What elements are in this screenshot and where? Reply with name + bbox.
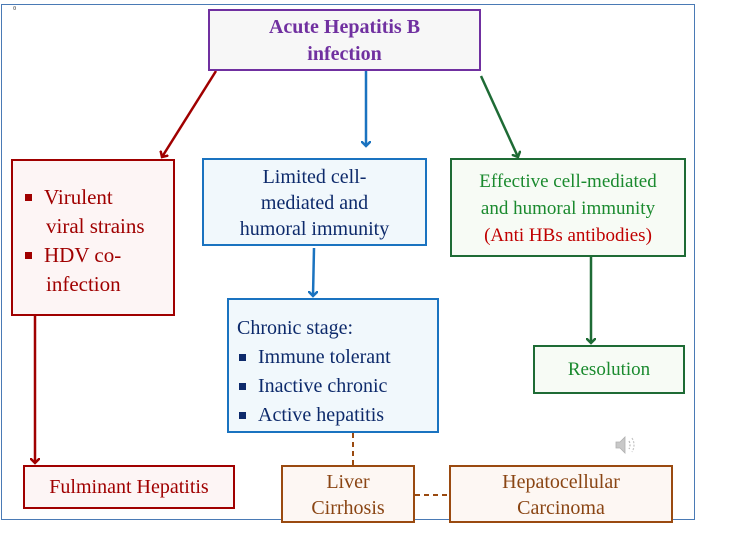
chronic-stage-box: Chronic stage: Immune tolerant Inactive … (227, 298, 439, 433)
chronic-heading: Chronic stage: (237, 317, 354, 339)
effective-immunity-box: Effective cell-mediated and humoral immu… (450, 158, 686, 257)
virulent-item: Virulent (23, 183, 173, 212)
cirrhosis-line-2: Cirrhosis (311, 497, 385, 519)
bullet-square-icon (239, 354, 246, 361)
hepatocellular-carcinoma-box: Hepatocellular Carcinoma (449, 465, 673, 523)
bullet-square-icon (239, 383, 246, 390)
virulent-item-line-1: HDV co- (44, 243, 122, 267)
virulent-item-line-2: infection (46, 272, 121, 296)
limited-immunity-box: Limited cell- mediated and humoral immun… (202, 158, 427, 246)
chronic-item-label: Active hepatitis (258, 404, 385, 426)
bullet-square-icon (25, 194, 32, 201)
chronic-item: Inactive chronic (237, 372, 437, 401)
liver-cirrhosis-box: Liver Cirrhosis (281, 465, 415, 523)
effective-line-2: and humoral immunity (480, 198, 656, 219)
effective-line-1: Effective cell-mediated (479, 171, 657, 192)
bullet-square-icon (25, 252, 32, 259)
chronic-item: Active hepatitis (237, 401, 437, 430)
virulent-item-line-1: Virulent (44, 185, 113, 209)
speaker-icon[interactable] (614, 434, 640, 456)
chronic-item: Immune tolerant (237, 343, 437, 372)
fulminant-hepatitis-box: Fulminant Hepatitis (23, 465, 235, 509)
hcc-line-1: Hepatocellular (502, 471, 620, 493)
resolution-label: Resolution (567, 359, 651, 380)
bullet-square-icon (239, 412, 246, 419)
antibodies-line: (Anti HBs antibodies) (484, 225, 652, 246)
chronic-item-label: Inactive chronic (258, 375, 388, 397)
virulent-item-line-2: viral strains (46, 214, 145, 238)
title-line-2: infection (307, 43, 382, 65)
hcc-line-2: Carcinoma (517, 497, 605, 519)
limited-line-1: Limited cell- (262, 166, 367, 188)
cirrhosis-line-1: Liver (326, 471, 370, 493)
limited-line-3: humoral immunity (239, 218, 390, 240)
title-line-1: Acute Hepatitis B (268, 16, 421, 38)
fulminant-label: Fulminant Hepatitis (49, 476, 209, 498)
slide-marker: ¤ (13, 6, 17, 12)
resolution-box: Resolution (533, 345, 685, 394)
chronic-item-label: Immune tolerant (258, 346, 391, 368)
acute-hepatitis-b-box: Acute Hepatitis B infection (208, 9, 481, 71)
limited-line-2: mediated and (260, 192, 369, 214)
virulent-item: HDV co- (23, 241, 173, 270)
virulent-factors-box: Virulent viral strains HDV co- infection (11, 159, 175, 316)
